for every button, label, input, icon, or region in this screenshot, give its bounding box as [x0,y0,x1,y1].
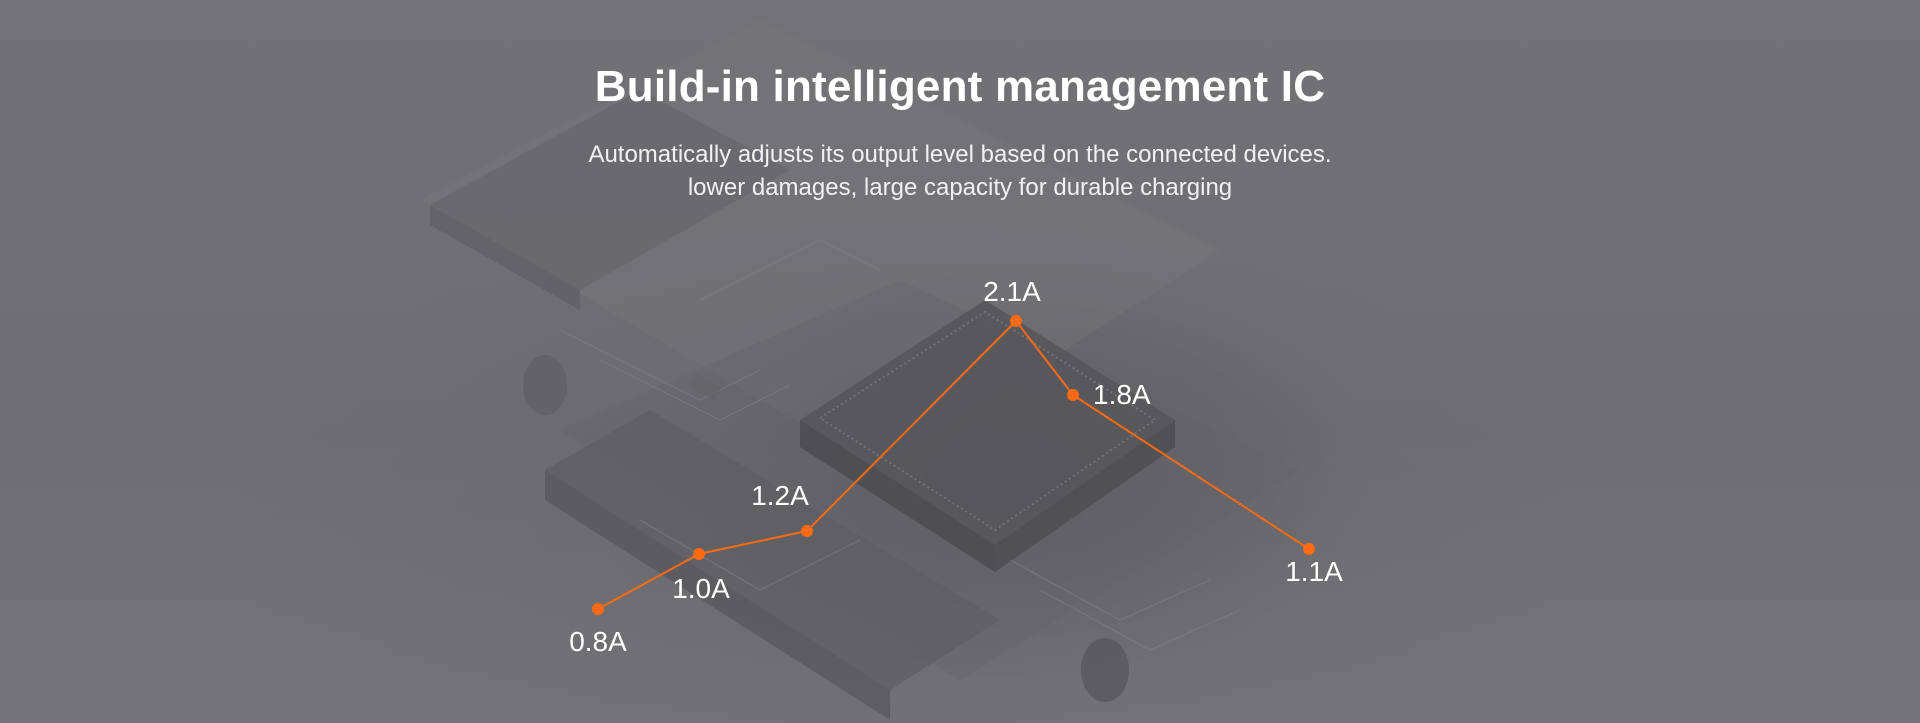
data-label-6: 1.1A [1285,556,1343,587]
description-line-2: lower damages, large capacity for durabl… [687,174,1233,201]
series-line [597,319,1310,610]
data-label-4: 2.1A [983,276,1041,307]
description-line-1: Automatically adjusts its output level b… [588,141,1332,168]
data-point-5 [1067,389,1079,401]
data-label-5: 1.8A [1093,379,1151,410]
page-title: Build-in intelligent management IC [594,62,1326,111]
data-point-6 [1303,543,1315,555]
data-point-2 [693,548,705,560]
data-label-3: 1.2A [751,480,809,511]
data-point-1 [592,603,604,615]
data-label-2: 1.0A [672,573,730,604]
description: Automatically adjusts its output level b… [0,138,1920,204]
data-label-1: 0.8A [569,626,627,657]
data-point-3 [801,525,813,537]
data-point-4 [1010,315,1022,327]
